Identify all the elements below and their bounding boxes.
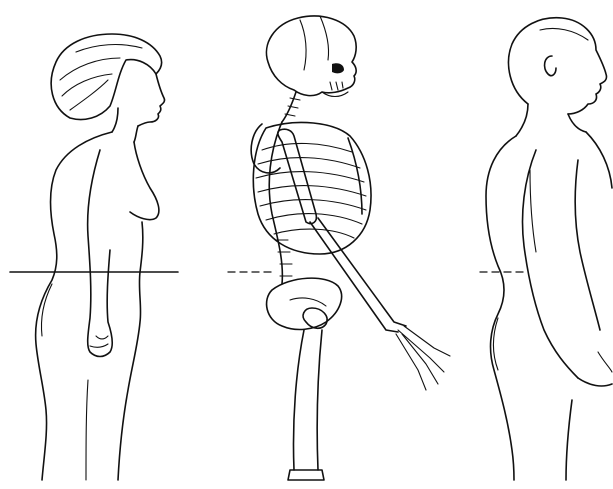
male-head (509, 18, 607, 114)
knee-joint (288, 470, 324, 480)
male-profile-figure (486, 18, 612, 480)
female-hand-detail (90, 344, 108, 347)
eye-socket (332, 63, 344, 73)
hair-strand (62, 74, 112, 96)
male-back-contour (486, 136, 516, 480)
female-neck-back (112, 108, 118, 132)
femur-back (293, 330, 304, 470)
skull-suture (320, 16, 329, 60)
male-arm-front (575, 160, 600, 330)
male-neck-back (516, 104, 528, 136)
female-buttock-line (41, 284, 52, 336)
male-buttock-line (494, 318, 499, 370)
hair-strand (70, 80, 108, 110)
female-back-contour (36, 132, 112, 480)
female-neck-front (134, 126, 138, 142)
pelvis (267, 278, 342, 329)
female-chest-contour (130, 142, 159, 220)
male-arm-back (523, 150, 579, 378)
skeleton-profile-figure (251, 16, 450, 480)
male-hand (578, 378, 612, 386)
female-front-contour (118, 222, 143, 480)
hair-strand (76, 45, 142, 52)
skull-suture (300, 20, 306, 70)
male-neck-front (568, 114, 586, 132)
male-hand-detail (598, 352, 612, 372)
female-hair (51, 34, 161, 120)
male-front-contour (586, 132, 612, 188)
female-leg-line (86, 380, 88, 480)
hair-strand (60, 58, 120, 80)
pelvis-detail (290, 298, 326, 306)
female-hand-detail (96, 336, 108, 339)
male-ear (545, 56, 556, 76)
male-arm-crease (530, 170, 536, 252)
femur-front (317, 330, 322, 470)
male-hair (540, 28, 588, 40)
female-profile-figure (36, 34, 165, 480)
teeth (330, 82, 343, 90)
male-leg-front (566, 400, 572, 480)
ulna (318, 218, 406, 326)
hand-bones (396, 326, 450, 390)
female-arm (88, 150, 113, 357)
femur-head (303, 308, 327, 328)
female-face-profile (138, 74, 165, 126)
